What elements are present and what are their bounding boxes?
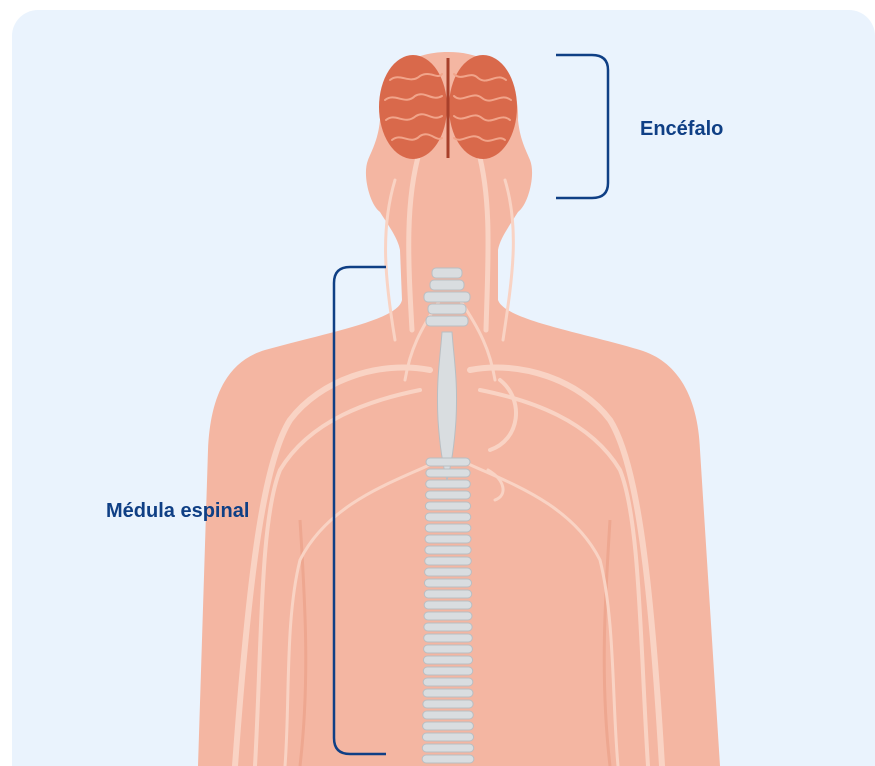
brain-label: Encéfalo [640, 118, 723, 141]
brain-icon [379, 55, 517, 159]
spinal-cord-label: Médula espinal [106, 500, 249, 523]
brain-bracket [556, 55, 608, 198]
